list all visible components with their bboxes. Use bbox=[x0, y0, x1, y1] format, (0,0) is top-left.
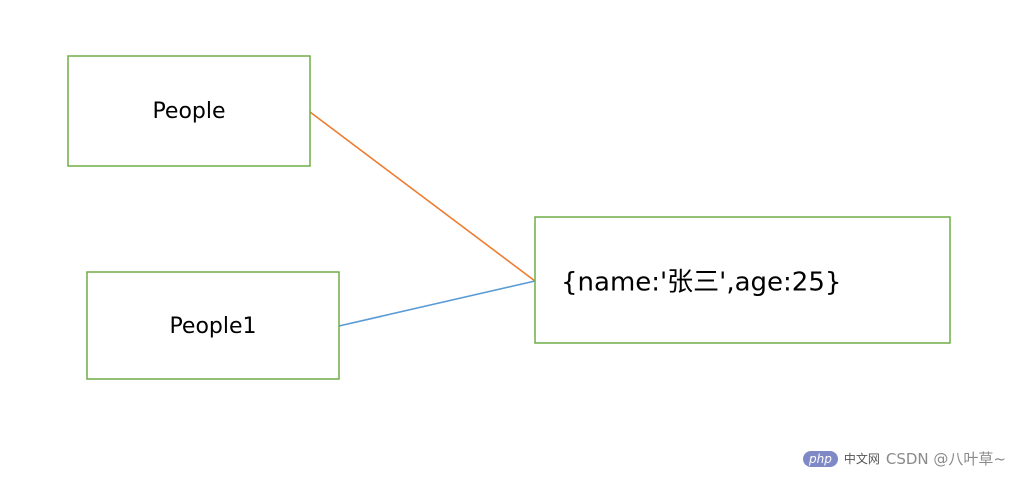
node-people-label: People bbox=[152, 99, 225, 124]
edge-people-to-object bbox=[309, 111, 536, 282]
node-object-label: {name:'张三',age:25} bbox=[561, 268, 841, 298]
watermark-badge: php bbox=[803, 450, 838, 467]
node-object-box bbox=[534, 216, 951, 344]
node-people1-box bbox=[86, 271, 340, 380]
node-people1: People1 bbox=[86, 271, 340, 380]
edge-people1-to-object bbox=[338, 280, 536, 327]
node-people-box bbox=[67, 55, 311, 167]
node-people1-label: People1 bbox=[169, 314, 256, 339]
node-people: People bbox=[67, 55, 311, 167]
watermark-site: 中文网 bbox=[843, 452, 880, 466]
watermark: php 中文网 CSDN @八叶草~ bbox=[803, 448, 1006, 469]
node-object: {name:'张三',age:25} bbox=[534, 216, 951, 344]
watermark-author: CSDN @八叶草~ bbox=[885, 450, 1006, 468]
